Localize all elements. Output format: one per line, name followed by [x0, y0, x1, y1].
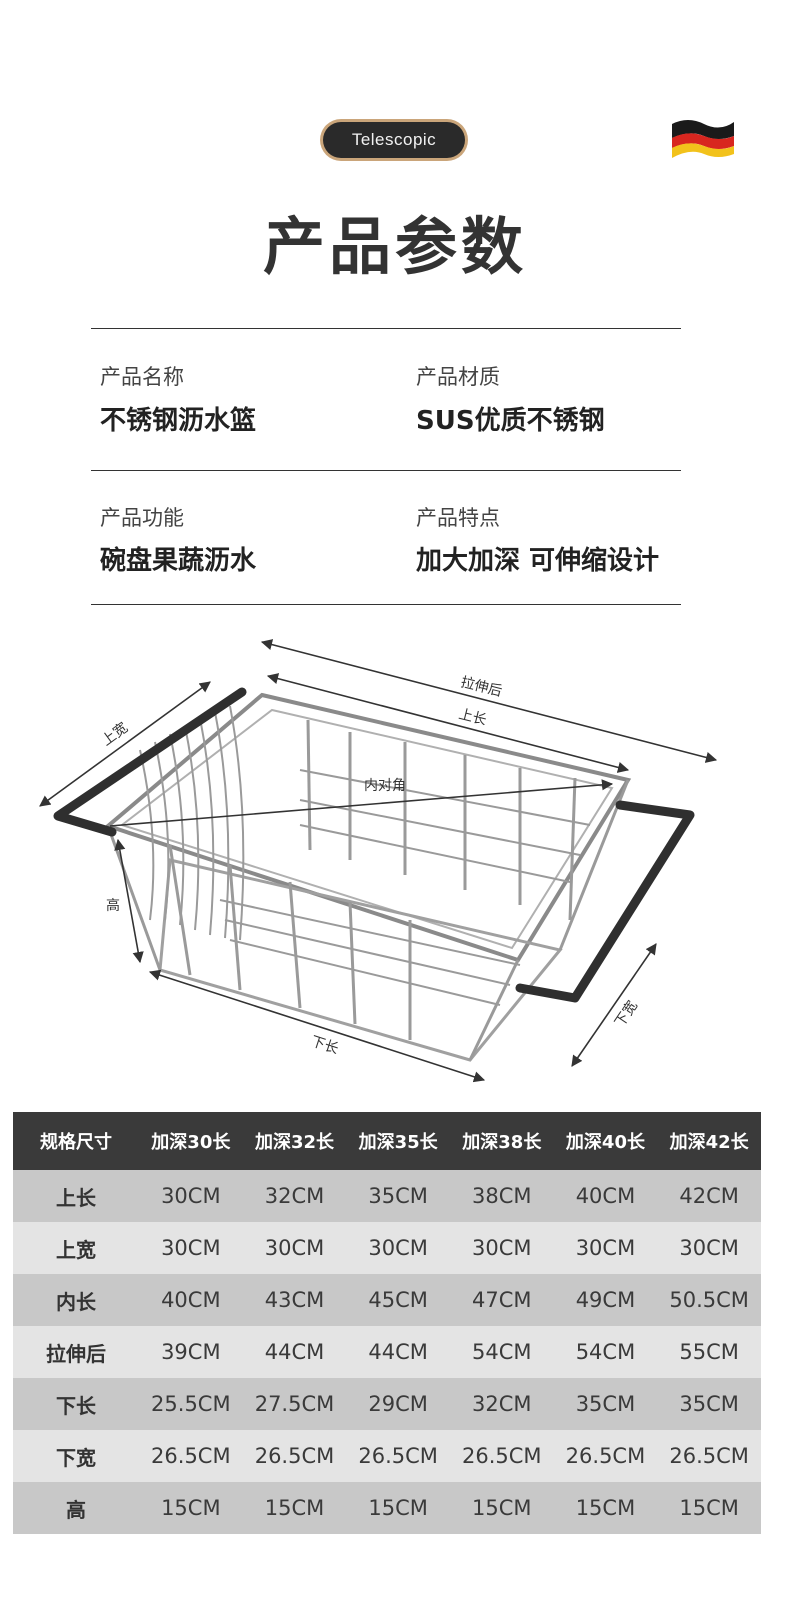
- table-header: 规格尺寸: [13, 1112, 139, 1170]
- table-cell: 40CM: [553, 1170, 658, 1222]
- table-cell: 30CM: [139, 1222, 243, 1274]
- telescopic-badge: Telescopic: [320, 119, 468, 161]
- table-cell: 30CM: [139, 1170, 243, 1222]
- param-label-name: 产品名称: [100, 365, 184, 389]
- table-cell: 54CM: [449, 1326, 554, 1378]
- table-cell: 49CM: [553, 1274, 658, 1326]
- spec-table: 规格尺寸 加深30长 加深32长 加深35长 加深38长 加深40长 加深42长…: [13, 1112, 761, 1534]
- table-cell: 26.5CM: [449, 1430, 554, 1482]
- page-title: 产品参数: [262, 210, 527, 283]
- table-cell: 30CM: [242, 1222, 347, 1274]
- table-cell: 44CM: [346, 1326, 450, 1378]
- table-cell: 45CM: [346, 1274, 450, 1326]
- table-row: 拉伸后 39CM 44CM 44CM 54CM 54CM 55CM: [13, 1326, 761, 1378]
- table-cell: 26.5CM: [242, 1430, 347, 1482]
- param-label-material: 产品材质: [416, 365, 500, 389]
- table-cell: 35CM: [657, 1378, 761, 1430]
- table-cell: 54CM: [553, 1326, 658, 1378]
- row-name: 下宽: [13, 1430, 139, 1482]
- param-value-feature: 加大加深 可伸缩设计: [416, 546, 660, 576]
- param-value-material: SUS优质不锈钢: [416, 406, 605, 436]
- table-cell: 15CM: [449, 1482, 554, 1534]
- param-value-name: 不锈钢沥水篮: [100, 406, 257, 436]
- table-header: 加深35长: [346, 1112, 450, 1170]
- table-cell: 55CM: [657, 1326, 761, 1378]
- table-cell: 15CM: [553, 1482, 658, 1534]
- table-row: 上长 30CM 32CM 35CM 38CM 40CM 42CM: [13, 1170, 761, 1222]
- label-top-width: 上宽: [98, 719, 131, 749]
- table-cell: 25.5CM: [139, 1378, 243, 1430]
- table-cell: 47CM: [449, 1274, 554, 1326]
- table-cell: 30CM: [449, 1222, 554, 1274]
- table-header: 加深38长: [449, 1112, 554, 1170]
- table-cell: 35CM: [346, 1170, 450, 1222]
- row-name: 内长: [13, 1274, 139, 1326]
- german-flag-icon: [672, 120, 734, 158]
- table-cell: 43CM: [242, 1274, 347, 1326]
- row-name: 上长: [13, 1170, 139, 1222]
- badge-label: Telescopic: [323, 122, 465, 158]
- basket-dimension-diagram: 拉伸后 上长 上宽 内对角 高 下长 下宽: [39, 639, 718, 1083]
- table-cell: 29CM: [346, 1378, 450, 1430]
- table-row: 高 15CM 15CM 15CM 15CM 15CM 15CM: [13, 1482, 761, 1534]
- table-header: 加深42长: [657, 1112, 761, 1170]
- divider-top: [91, 328, 681, 329]
- table-cell: 15CM: [139, 1482, 243, 1534]
- table-cell: 30CM: [657, 1222, 761, 1274]
- table-row: 下宽 26.5CM 26.5CM 26.5CM 26.5CM 26.5CM 26…: [13, 1430, 761, 1482]
- table-cell: 30CM: [553, 1222, 658, 1274]
- row-name: 拉伸后: [13, 1326, 139, 1378]
- table-cell: 38CM: [449, 1170, 554, 1222]
- row-name: 上宽: [13, 1222, 139, 1274]
- table-cell: 42CM: [657, 1170, 761, 1222]
- label-inner-diagonal: 内对角: [364, 778, 406, 794]
- table-row: 下长 25.5CM 27.5CM 29CM 32CM 35CM 35CM: [13, 1378, 761, 1430]
- row-name: 高: [13, 1482, 139, 1534]
- table-cell: 35CM: [553, 1378, 658, 1430]
- table-cell: 15CM: [346, 1482, 450, 1534]
- label-stretched: 拉伸后: [459, 674, 504, 700]
- table-cell: 39CM: [139, 1326, 243, 1378]
- divider-middle: [91, 470, 681, 471]
- table-cell: 26.5CM: [139, 1430, 243, 1482]
- handle-right: [515, 800, 695, 1003]
- table-cell: 40CM: [139, 1274, 243, 1326]
- table-header: 加深40长: [553, 1112, 658, 1170]
- label-top-length: 上长: [457, 706, 488, 728]
- row-name: 下长: [13, 1378, 139, 1430]
- table-cell: 26.5CM: [553, 1430, 658, 1482]
- label-height: 高: [106, 897, 120, 914]
- table-row: 内长 40CM 43CM 45CM 47CM 49CM 50.5CM: [13, 1274, 761, 1326]
- table-cell: 26.5CM: [346, 1430, 450, 1482]
- param-label-function: 产品功能: [100, 506, 184, 530]
- table-cell: 50.5CM: [657, 1274, 761, 1326]
- table-cell: 32CM: [449, 1378, 554, 1430]
- table-header: 加深32长: [242, 1112, 347, 1170]
- table-cell: 32CM: [242, 1170, 347, 1222]
- table-cell: 30CM: [346, 1222, 450, 1274]
- label-bottom-length: 下长: [309, 1034, 341, 1058]
- table-cell: 15CM: [657, 1482, 761, 1534]
- table-cell: 26.5CM: [657, 1430, 761, 1482]
- param-value-function: 碗盘果蔬沥水: [100, 546, 257, 576]
- table-cell: 27.5CM: [242, 1378, 347, 1430]
- table-cell: 44CM: [242, 1326, 347, 1378]
- table-header-row: 规格尺寸 加深30长 加深32长 加深35长 加深38长 加深40长 加深42长: [13, 1112, 761, 1170]
- table-header: 加深30长: [139, 1112, 243, 1170]
- table-cell: 15CM: [242, 1482, 347, 1534]
- table-row: 上宽 30CM 30CM 30CM 30CM 30CM 30CM: [13, 1222, 761, 1274]
- param-label-feature: 产品特点: [416, 506, 500, 530]
- divider-bottom: [91, 604, 681, 605]
